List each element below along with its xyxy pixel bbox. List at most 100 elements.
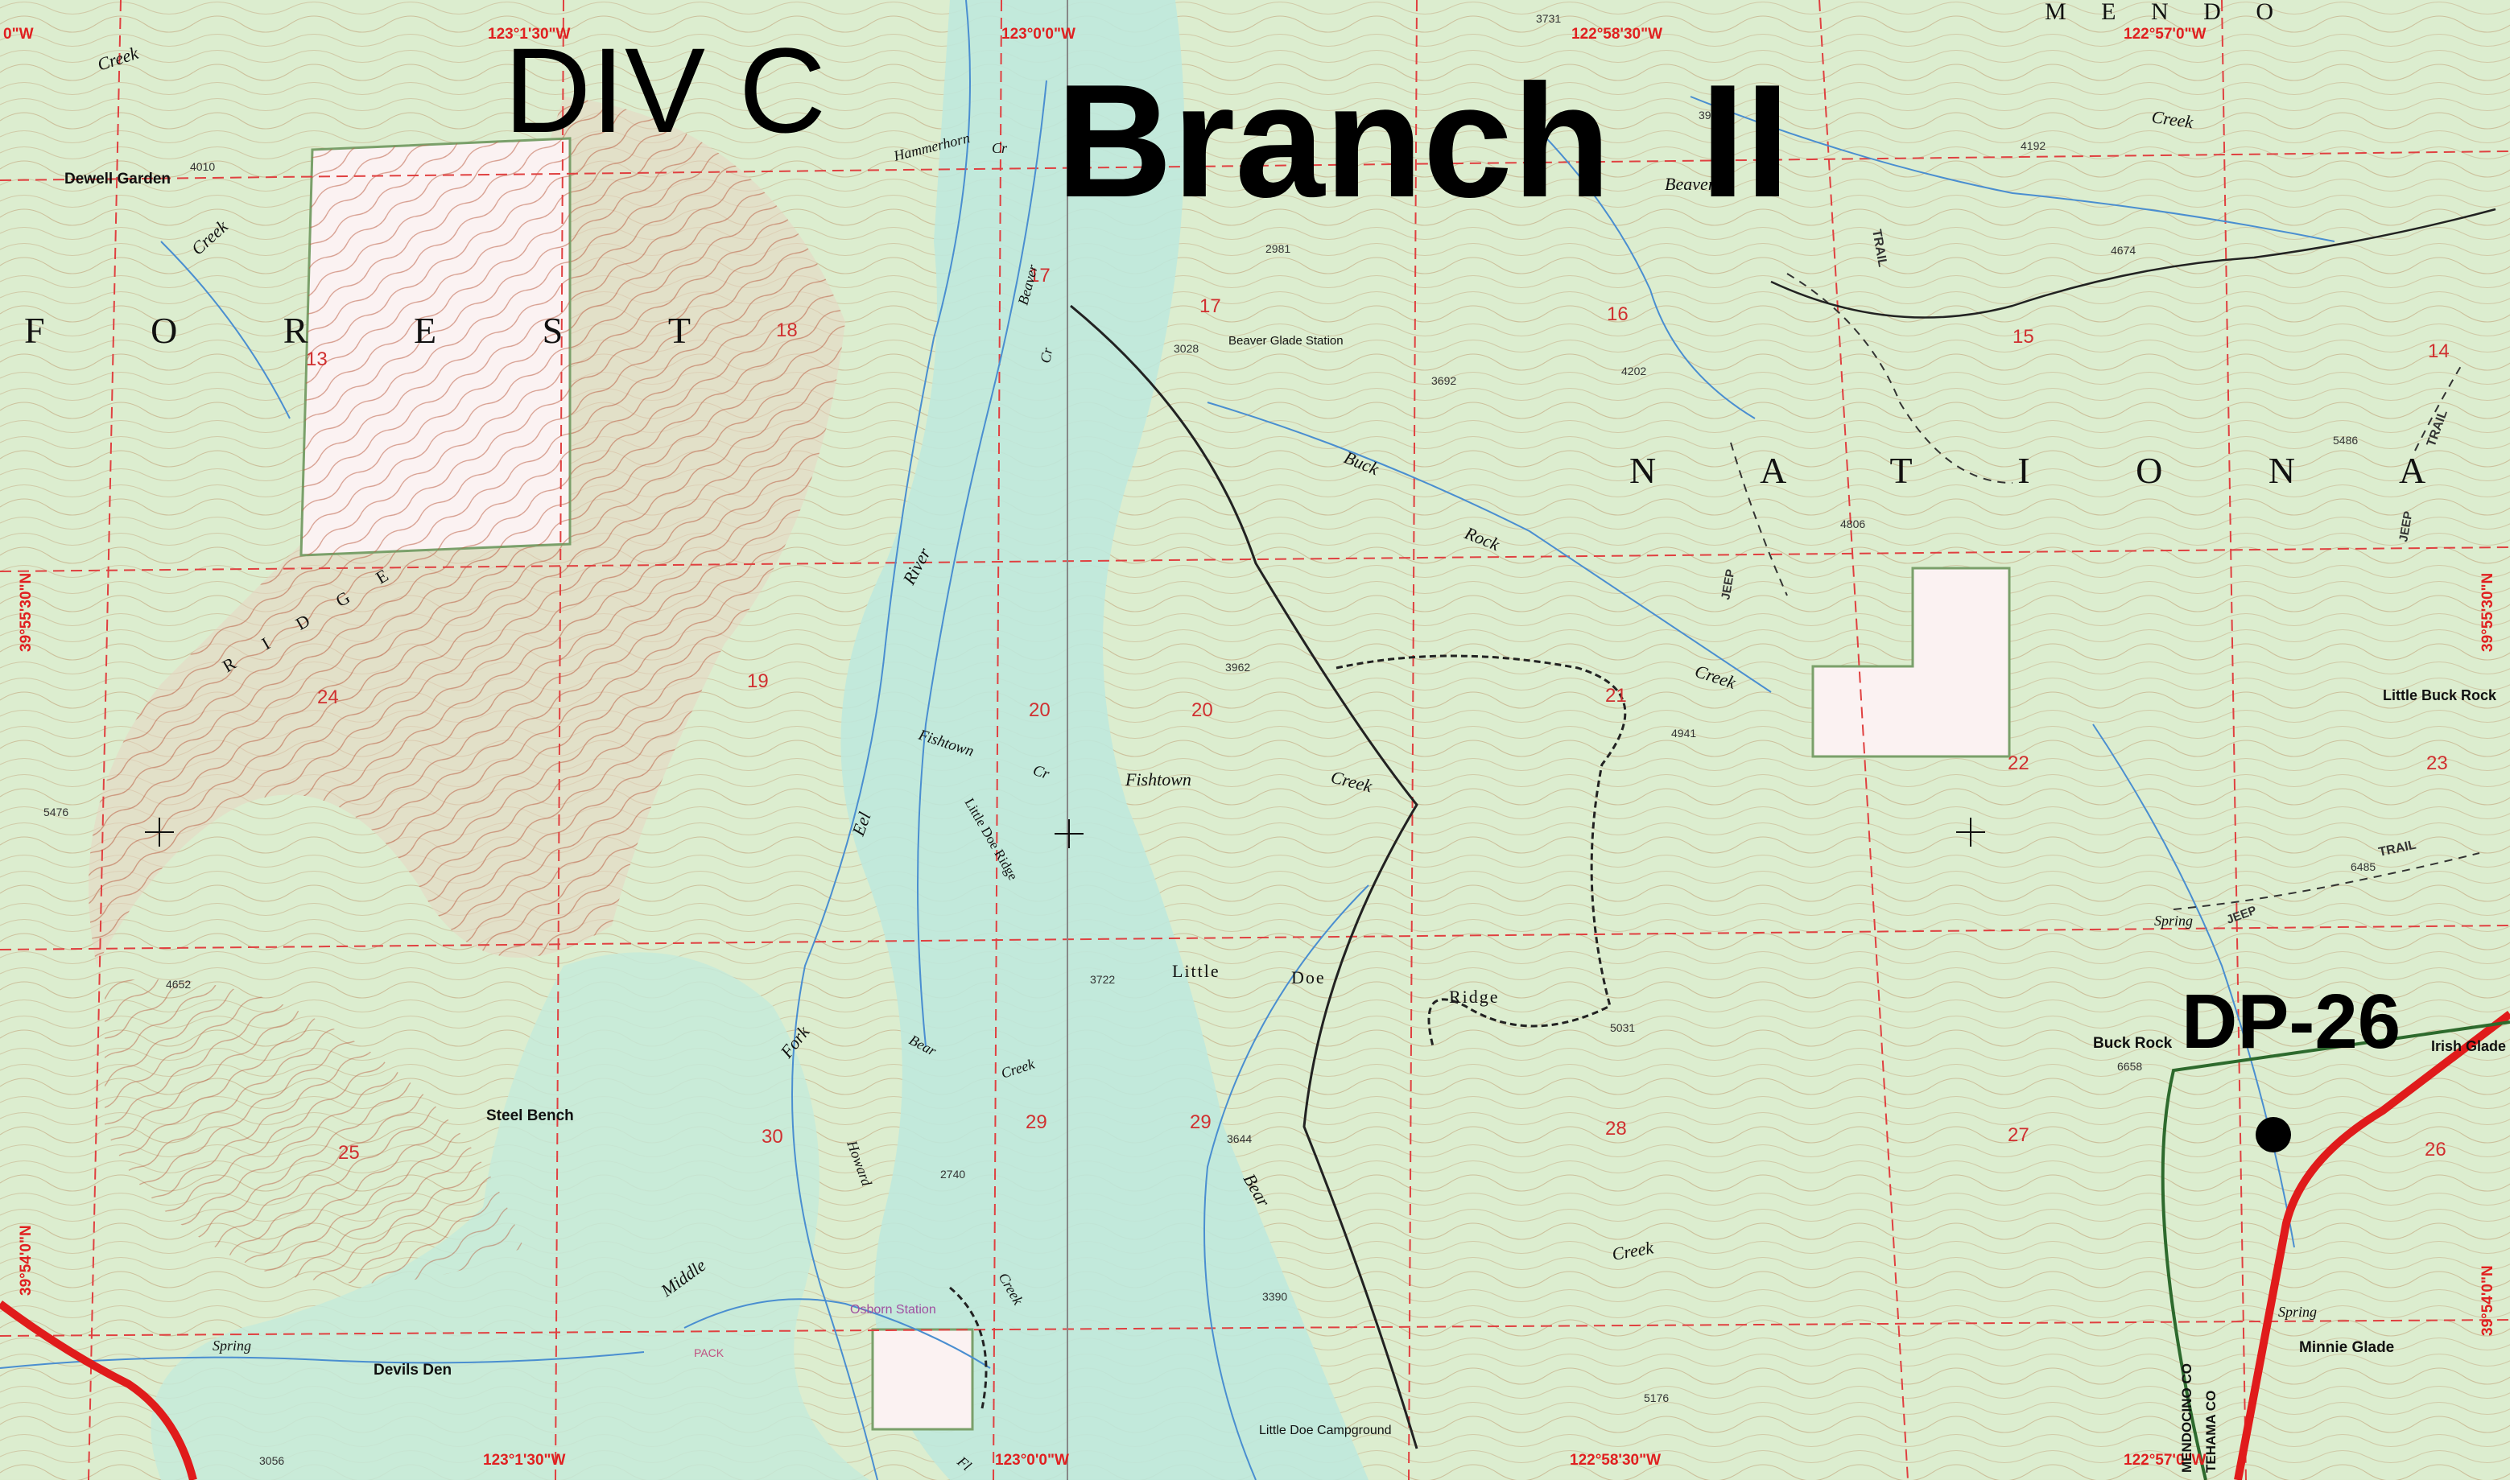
elevation-9: 4806	[1840, 517, 1865, 530]
feature-spring-3: Spring	[2278, 1304, 2317, 1320]
section-13: 13	[306, 348, 328, 370]
elevation-20: 3390	[1262, 1290, 1287, 1303]
elevation-21: 2740	[940, 1168, 965, 1181]
feature-little-doe-campground: Little Doe Campground	[1259, 1424, 1392, 1437]
elevation-10: 5486	[2333, 434, 2358, 447]
drop-point-marker[interactable]	[2256, 1117, 2291, 1152]
water-cr-2: Cr	[1037, 346, 1055, 365]
coord-right-0: 39°55'30"N	[2479, 573, 2496, 652]
elevation-8: 4202	[1621, 365, 1646, 377]
water-fishtown: Fishtown	[1125, 769, 1191, 789]
section-19: 19	[747, 670, 769, 692]
section-20-east: 20	[1191, 699, 1213, 721]
section-30: 30	[762, 1126, 783, 1148]
coord-top-1: 123°1'30"W	[488, 26, 571, 43]
elevation-12: 4941	[1671, 727, 1696, 740]
eel-river-valley	[840, 0, 1369, 1480]
feature-spring-2: Spring	[2154, 913, 2193, 929]
label-ridge2: Ridge	[1449, 987, 1500, 1007]
red-road-sw	[0, 1300, 197, 1482]
corner-marker-3	[1956, 818, 1985, 847]
coord-top-4: 122°57'0"W	[2124, 26, 2207, 43]
water-beaver-top: Beaver	[1665, 174, 1715, 194]
water-cr-1: Cr	[992, 140, 1008, 156]
coord-top-3: 122°58'30"W	[1571, 26, 1662, 43]
feature-osborn-station: Osborn Station	[850, 1303, 936, 1317]
section-22: 22	[2008, 752, 2029, 774]
feature-beaver-glade-station: Beaver Glade Station	[1228, 334, 1344, 348]
section-16: 16	[1607, 303, 1629, 325]
elevation-18: 3644	[1227, 1132, 1252, 1145]
section-17-east: 17	[1199, 295, 1221, 317]
section-29-east: 29	[1190, 1111, 1212, 1133]
lower-ridge-contours	[105, 979, 523, 1284]
elevation-7: 3692	[1431, 374, 1456, 387]
label-national: N A T I O N A L	[1629, 450, 2510, 491]
elevation-1: 3731	[1536, 12, 1561, 25]
coord-bottom-3: 122°57'0"W	[2124, 1452, 2207, 1469]
division-label: DIV C	[504, 23, 826, 158]
elevation-17: 3722	[1090, 973, 1115, 986]
private-parcel-osborn	[871, 1328, 974, 1431]
label-pack: PACK	[694, 1346, 725, 1359]
elevation-22: 5176	[1644, 1391, 1669, 1404]
section-24: 24	[317, 686, 339, 708]
private-parcel-13-contours	[301, 138, 570, 555]
coord-top-0: 0"W	[3, 26, 34, 43]
feature-little-buck-rock: Little Buck Rock	[2383, 687, 2497, 703]
elevation-5: 2981	[1265, 242, 1290, 255]
red-road-se	[2234, 1011, 2510, 1481]
elevation-23: 3056	[259, 1454, 284, 1467]
elevation-14: 4652	[166, 978, 191, 991]
elevation-16: 6658	[2117, 1060, 2142, 1073]
label-mendo: M E N D O	[2045, 0, 2288, 25]
section-17-west: 17	[1029, 265, 1051, 286]
coord-left-0: 39°55'30"N	[18, 573, 35, 652]
section-27: 27	[2008, 1124, 2029, 1146]
branch-label: Branch II	[1056, 52, 1790, 231]
coord-bottom-2: 122°58'30"W	[1570, 1452, 1661, 1469]
elevation-15: 6485	[2351, 860, 2376, 873]
county-line	[2161, 1020, 2510, 1481]
feature-minnie-glade: Minnie Glade	[2299, 1339, 2394, 1356]
elevation-2: 3956	[1699, 109, 1724, 122]
label-little: Little	[1172, 961, 1220, 981]
section-20-west: 20	[1029, 699, 1051, 721]
feature-devils-den: Devils Den	[374, 1362, 452, 1379]
roads	[949, 273, 2480, 1409]
section-23: 23	[2426, 752, 2448, 774]
corner-marker-2	[1055, 819, 1084, 848]
drop-point-label: DP-26	[2182, 979, 2401, 1065]
section-14: 14	[2428, 340, 2450, 362]
ridge-road	[1770, 208, 2496, 319]
coord-left-1: 39°54'0"N	[18, 1225, 35, 1296]
elevation-3: 4192	[2021, 139, 2046, 152]
elevation-19: 5031	[1610, 1021, 1635, 1034]
feature-irish-glade: Irish Glade	[2431, 1038, 2506, 1054]
label-forest: F O R E S T	[24, 310, 739, 351]
elevation-6: 3028	[1174, 342, 1199, 355]
label-jeep-2: JEEP	[2396, 510, 2415, 543]
label-jeep-1: JEEP	[1719, 568, 1737, 601]
corner-marker-1	[145, 818, 174, 847]
label-doe: Doe	[1291, 967, 1326, 987]
coord-bottom-0: 123°1'30"W	[483, 1452, 566, 1469]
section-15: 15	[2013, 326, 2034, 348]
section-18: 18	[776, 319, 798, 341]
coord-right-1: 39°54'0"N	[2479, 1265, 2496, 1336]
feature-county-1: MENDOCINO CO	[2179, 1363, 2194, 1473]
feature-buck-rock: Buck Rock	[2093, 1035, 2173, 1052]
section-21: 21	[1605, 685, 1627, 707]
elevation-4: 4674	[2111, 244, 2136, 257]
section-26: 26	[2425, 1139, 2446, 1160]
feature-steel-bench: Steel Bench	[486, 1107, 574, 1124]
feature-dewell-garden: Dewell Garden	[64, 171, 171, 188]
coord-bottom-1: 123°0'0"W	[995, 1452, 1069, 1469]
feature-spring-1: Spring	[213, 1338, 251, 1354]
streams	[0, 0, 2335, 1481]
feature-county-2: TEHAMA CO	[2203, 1391, 2219, 1473]
section-28: 28	[1605, 1118, 1627, 1140]
